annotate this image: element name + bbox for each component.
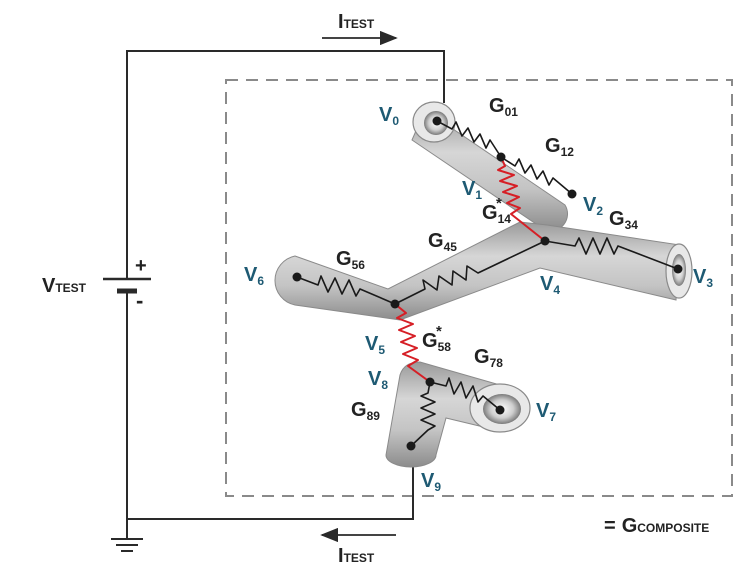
label-v8: V8	[368, 368, 388, 392]
label-v3: V3	[693, 266, 713, 290]
resistor-g45	[394, 240, 546, 305]
resistor-g58-contact	[394, 303, 431, 383]
tube-bottom	[385, 361, 531, 468]
resistor-g12	[500, 156, 573, 195]
resistor-g01	[436, 120, 502, 158]
label-v0: V0	[379, 104, 399, 128]
label-g56: G56	[336, 248, 365, 272]
label-g14: G14	[482, 202, 511, 226]
label-g78: G78	[474, 346, 503, 370]
node-dots	[292, 116, 683, 451]
bottom-wire	[126, 305, 414, 520]
resistor-g56	[296, 275, 396, 305]
resistor-g14-contact	[497, 156, 546, 242]
resistor-g78	[429, 377, 501, 411]
label-v7: V7	[536, 400, 556, 424]
ground-icon	[111, 538, 143, 552]
label-v6: V6	[244, 264, 264, 288]
label-v5: V5	[365, 333, 385, 357]
battery-plus: +	[135, 255, 147, 277]
label-v4: V4	[540, 273, 560, 297]
label-g14-star: *	[496, 195, 502, 212]
itest-label-top: ITEST	[338, 11, 375, 33]
label-v9: V9	[421, 470, 441, 494]
composite-label: =GCOMPOSITE	[604, 515, 709, 537]
label-g58: G58	[422, 330, 451, 354]
battery-minus: -	[136, 288, 143, 313]
label-g34: G34	[609, 208, 638, 232]
itest-label-bottom: ITEST	[338, 545, 375, 567]
label-v1: V1	[462, 178, 482, 202]
label-g58-star: *	[436, 323, 442, 340]
label-g12: G12	[545, 135, 574, 159]
resistor-g89	[410, 381, 436, 447]
top-wire	[126, 50, 445, 265]
label-g45: G45	[428, 230, 457, 254]
vtest-label: VTEST	[42, 275, 87, 297]
label-g01: G01	[489, 95, 518, 119]
battery-icon	[103, 265, 151, 305]
resistor-g34	[544, 237, 679, 270]
label-g89: G89	[351, 399, 380, 423]
label-v2: V2	[583, 194, 603, 218]
